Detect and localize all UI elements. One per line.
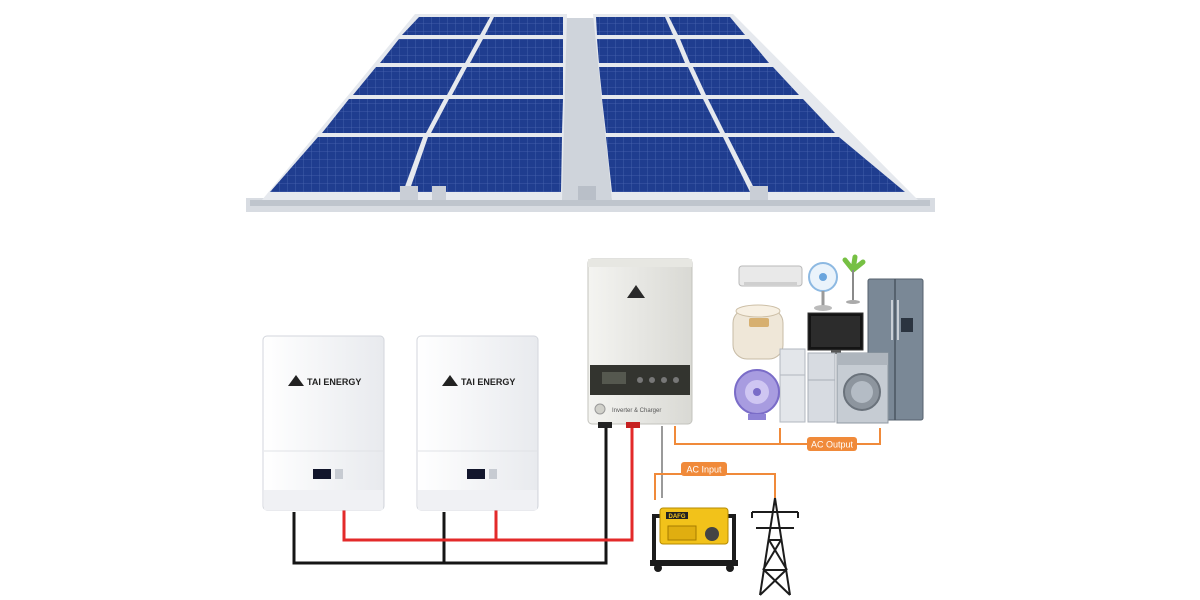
solar-panel-right	[596, 17, 905, 192]
air-conditioner-icon	[738, 265, 803, 287]
ac-input-label: AC Input	[681, 462, 727, 476]
standing-fan-icon	[842, 254, 866, 304]
tall-fridge-icon	[807, 352, 836, 423]
inverter-icon: Inverter & Charger	[587, 258, 693, 428]
solar-panel-left	[270, 17, 563, 192]
inverter-caption: Inverter & Charger	[612, 408, 661, 414]
battery-display	[313, 469, 331, 479]
tai-energy-logo-icon	[288, 375, 304, 386]
ac-input-text: AC Input	[686, 465, 722, 475]
generator-icon: DAFG	[650, 507, 738, 572]
battery-brand-label: TAI ENERGY	[307, 377, 361, 387]
tai-energy-logo-icon	[442, 375, 458, 386]
television-icon	[807, 312, 864, 354]
solar-panel-icon	[246, 14, 935, 212]
mini-fridge-icon	[779, 348, 806, 423]
ac-output-text: AC Output	[811, 440, 854, 450]
battery-brand-label: TAI ENERGY	[461, 377, 515, 387]
battery-display	[467, 469, 485, 479]
box-fan-icon	[734, 369, 780, 420]
battery-unit-1: TAI ENERGY	[262, 335, 385, 511]
battery-unit-2: TAI ENERGY	[416, 335, 539, 511]
wiring	[292, 426, 881, 565]
inverter-logo-icon	[627, 285, 645, 298]
generator-brand: DAFG	[669, 514, 686, 520]
battery-pack-icon: TAI ENERGY TAI ENERGY	[262, 335, 539, 511]
ac-output-label: AC Output	[807, 437, 857, 451]
home-appliances-icon	[732, 254, 924, 424]
power-pylon-icon	[751, 497, 799, 596]
washing-machine-icon	[836, 352, 889, 424]
desk-fan-icon	[808, 262, 838, 311]
rice-cooker-icon	[732, 304, 784, 360]
